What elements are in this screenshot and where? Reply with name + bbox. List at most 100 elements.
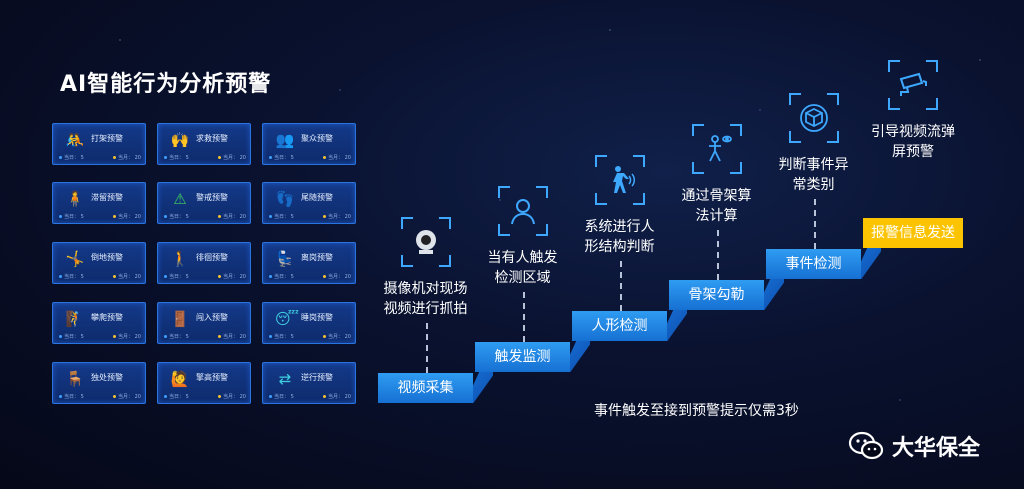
today-stat: 当日： 5 (164, 273, 189, 280)
today-stat: 当日： 5 (269, 154, 294, 161)
month-stat: 当月： 20 (323, 154, 351, 161)
step-description: 当有人触发 检测区域 (487, 250, 558, 286)
today-stat: 当日： 5 (59, 333, 84, 340)
step-connector (813, 199, 816, 249)
alert-card-label: 打架预警 (91, 134, 123, 143)
today-stat: 当日： 5 (59, 393, 84, 400)
alert-card-stats: 当日： 5 当月： 20 (59, 154, 141, 161)
brand-name: 大华保全 (892, 436, 981, 461)
alert-card-label: 睡岗预警 (301, 313, 333, 322)
alert-card-label: 逆行预警 (301, 373, 333, 382)
today-stat: 当日： 5 (164, 333, 189, 340)
step: 触发监测 (475, 342, 570, 372)
climb-icon: 🧗 (65, 310, 85, 328)
month-stat: 当月： 20 (113, 154, 141, 161)
alert-card-label: 闯入预警 (196, 313, 228, 322)
cctv-alert-icon (888, 60, 938, 110)
month-stat: 当月： 20 (113, 393, 141, 400)
fall-icon: 🤸 (65, 250, 85, 268)
month-stat: 当月： 20 (323, 273, 351, 280)
alert-card[interactable]: ⇄ 逆行预警当日： 5 当月： 20 (262, 362, 356, 404)
page-title: AI智能行为分析预警 (60, 72, 272, 97)
step-connector (522, 292, 525, 342)
step-description: 通过骨架算 法计算 (681, 188, 752, 224)
step-connector (619, 261, 622, 311)
alert-card-label: 擎高预警 (196, 373, 228, 382)
step: 事件检测 (766, 249, 861, 279)
sleep-icon: 😴 (275, 310, 300, 328)
wechat-icon (848, 431, 884, 460)
today-stat: 当日： 5 (59, 273, 84, 280)
walking-person-icon (594, 155, 645, 205)
alert-icon: ⚠ (173, 190, 187, 208)
step-description: 判断事件异 常类别 (778, 157, 849, 193)
fight-icon: 🤼 (65, 131, 85, 149)
step: 视频采集 (378, 373, 473, 403)
step-connector (425, 323, 428, 373)
wander-icon: 🚶 (170, 250, 190, 268)
today-stat: 当日： 5 (269, 393, 294, 400)
alert-card-label: 警戒预警 (196, 193, 228, 202)
alert-card-stats: 当日： 5 当月： 20 (164, 273, 246, 280)
today-stat: 当日： 5 (164, 213, 189, 220)
skeleton-icon (691, 124, 742, 174)
today-stat: 当日： 5 (59, 154, 84, 161)
today-stat: 当日： 5 (269, 213, 294, 220)
step-description: 摄像机对现场 视频进行抓拍 (383, 281, 468, 317)
alert-card[interactable]: 🤼 打架预警当日： 5 当月： 20 (52, 123, 146, 165)
step-description: 系统进行人 形结构判断 (584, 219, 655, 255)
alert-card-stats: 当日： 5 当月： 20 (269, 154, 351, 161)
alert-card-label: 徘徊预警 (196, 253, 228, 262)
crowd-icon: 👥 (275, 131, 295, 149)
alert-card[interactable]: 🧗 攀爬预警当日： 5 当月： 20 (52, 302, 146, 344)
alert-card-label: 倒地预警 (91, 253, 123, 262)
step: 人形检测 (572, 311, 667, 341)
step: 骨架勾勒 (669, 280, 764, 310)
alert-card-label: 滞留预警 (91, 193, 123, 202)
alert-card-stats: 当日： 5 当月： 20 (269, 393, 351, 400)
step-description: 引导视频流弹 屏预警 (871, 124, 955, 160)
alert-card-stats: 当日： 5 当月： 20 (59, 333, 141, 340)
intrude-icon: 🚪 (170, 310, 190, 328)
alert-card-label: 攀爬预警 (91, 313, 123, 322)
cube-scan-icon (788, 93, 839, 143)
month-stat: 当月： 20 (218, 154, 246, 161)
month-stat: 当月： 20 (323, 393, 351, 400)
timing-note: 事件触发至接到预警提示仅需3秒 (594, 403, 799, 419)
reverse-icon: ⇄ (278, 370, 292, 388)
month-stat: 当月： 20 (218, 393, 246, 400)
alert-card[interactable]: 🚶 徘徊预警当日： 5 当月： 20 (157, 242, 251, 284)
alert-card-stats: 当日： 5 当月： 20 (164, 333, 246, 340)
help-icon: 🙌 (170, 131, 190, 149)
alert-card[interactable]: 🚪 闯入预警当日： 5 当月： 20 (157, 302, 251, 344)
brand: 大华保全 (848, 430, 980, 462)
month-stat: 当月： 20 (218, 333, 246, 340)
alone-icon: 🪑 (65, 370, 85, 388)
today-stat: 当日： 5 (269, 333, 294, 340)
alert-card-stats: 当日： 5 当月： 20 (269, 273, 351, 280)
today-stat: 当日： 5 (59, 213, 84, 220)
step-final: 报警信息发送 (863, 218, 963, 248)
today-stat: 当日： 5 (269, 273, 294, 280)
month-stat: 当月： 20 (218, 273, 246, 280)
month-stat: 当月： 20 (113, 333, 141, 340)
linger-icon: 🧍 (65, 190, 85, 208)
person-outline-icon (497, 186, 548, 236)
